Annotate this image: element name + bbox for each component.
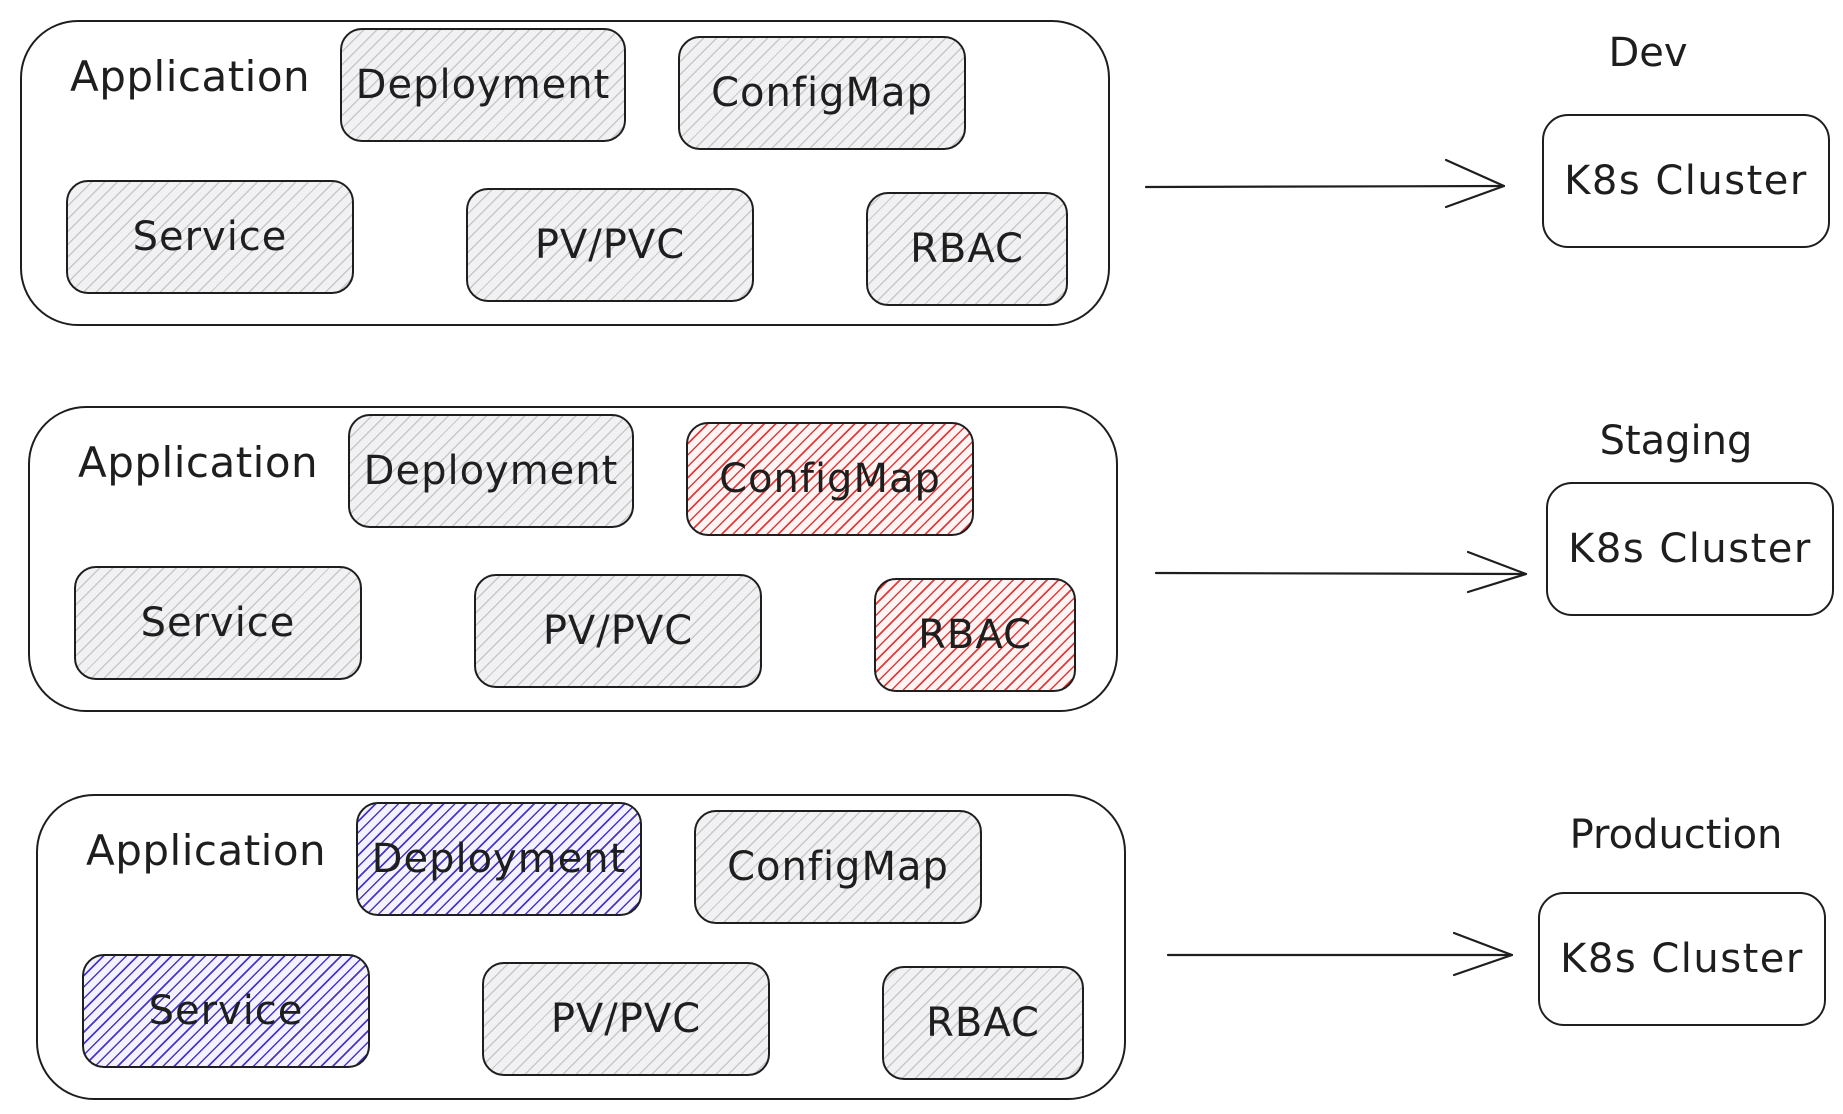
environment-title-production: Production: [1569, 812, 1783, 858]
resource-pvpvc-staging: PV/PVC: [474, 574, 762, 688]
arrow-production: [1166, 931, 1514, 977]
resource-rbac-production: RBAC: [882, 966, 1084, 1080]
k8s-cluster-dev: K8s Cluster: [1542, 114, 1830, 248]
resource-pvpvc-dev: PV/PVC: [466, 188, 754, 302]
resource-service-staging: Service: [74, 566, 362, 680]
arrow-dev: [1144, 158, 1506, 209]
k8s-cluster-production: K8s Cluster: [1538, 892, 1826, 1026]
environment-title-staging: Staging: [1599, 418, 1753, 464]
application-frame-production: [36, 794, 1126, 1100]
resource-rbac-dev: RBAC: [866, 192, 1068, 306]
arrow-staging: [1154, 550, 1528, 594]
resource-deployment-staging: Deployment: [348, 414, 634, 528]
application-label-dev: Application: [70, 52, 311, 101]
application-frame-staging: [28, 406, 1118, 712]
k8s-cluster-staging: K8s Cluster: [1546, 482, 1834, 616]
resource-service-production: Service: [82, 954, 370, 1068]
resource-configmap-dev: ConfigMap: [678, 36, 966, 150]
environment-title-dev: Dev: [1608, 30, 1688, 76]
resource-deployment-production: Deployment: [356, 802, 642, 916]
resource-configmap-production: ConfigMap: [694, 810, 982, 924]
resource-deployment-dev: Deployment: [340, 28, 626, 142]
resource-configmap-staging: ConfigMap: [686, 422, 974, 536]
application-label-staging: Application: [78, 438, 319, 487]
resource-pvpvc-production: PV/PVC: [482, 962, 770, 1076]
resource-rbac-staging: RBAC: [874, 578, 1076, 692]
application-frame-dev: [20, 20, 1110, 326]
resource-service-dev: Service: [66, 180, 354, 294]
application-label-production: Application: [86, 826, 327, 875]
